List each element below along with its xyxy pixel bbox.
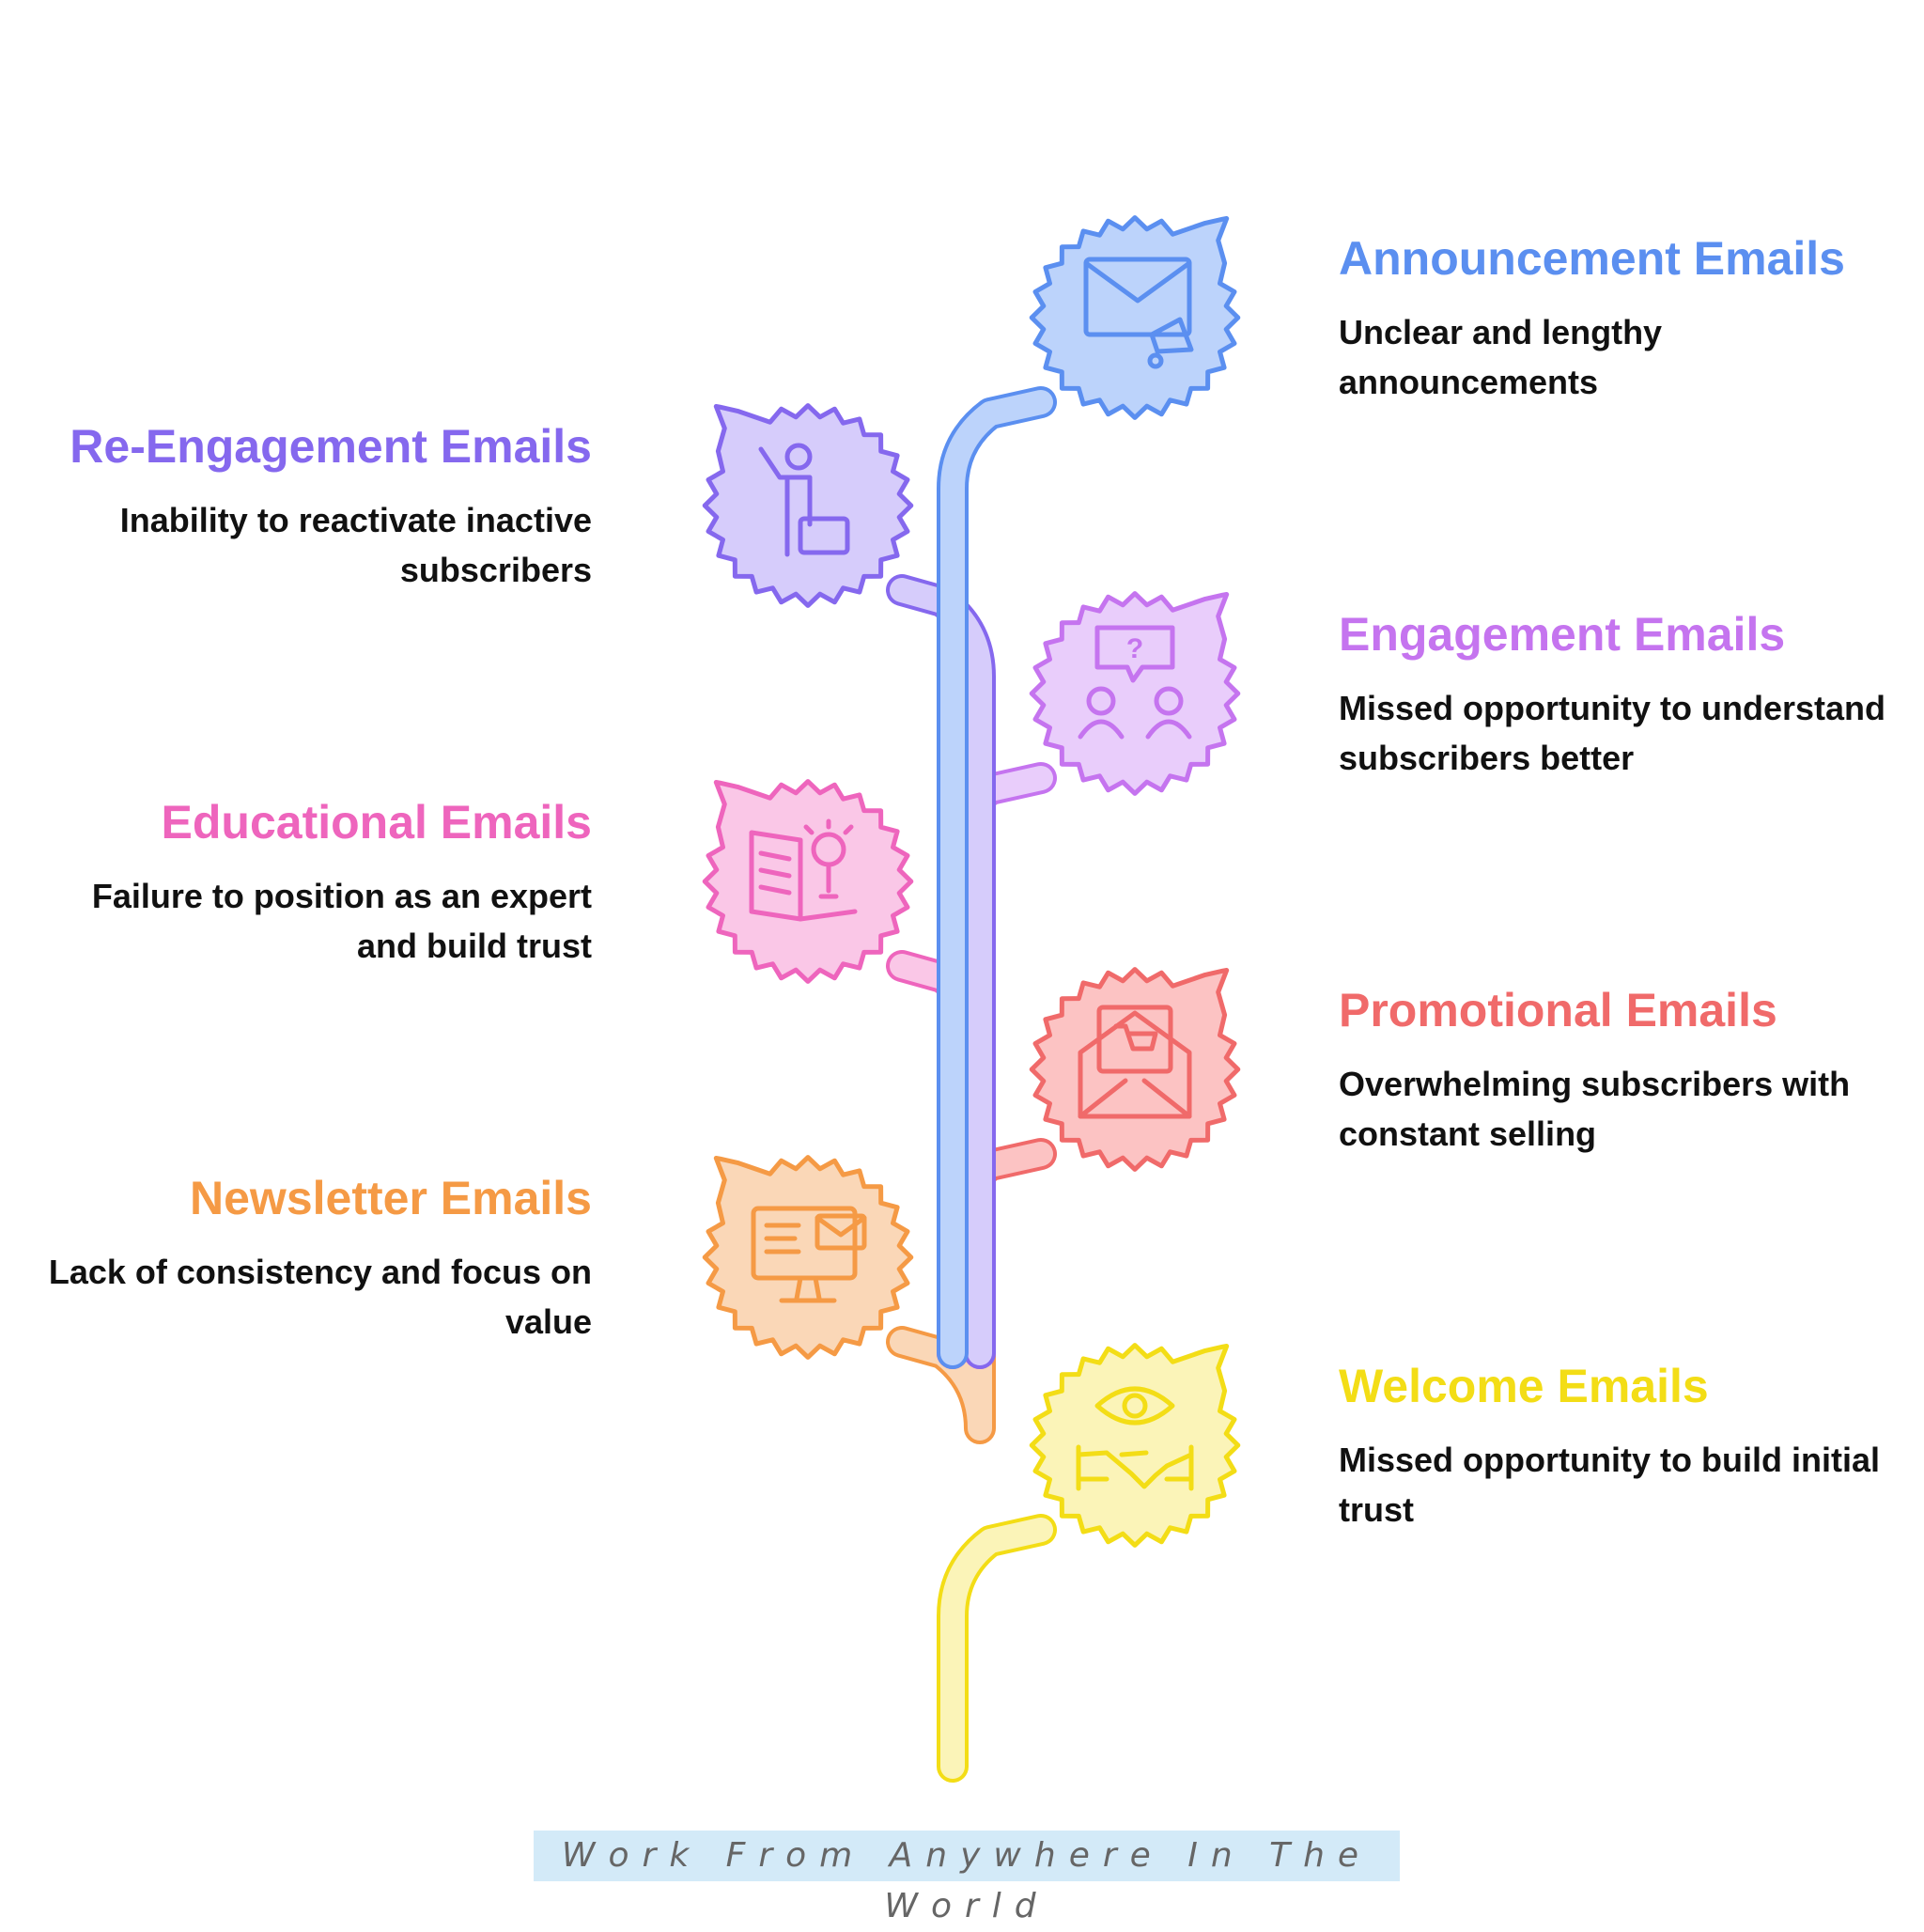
engagement-emails-title: Engagement Emails <box>1339 608 1786 661</box>
leaf-educational <box>702 779 914 984</box>
leaf-shape <box>702 1155 914 1360</box>
welcome-emails-label: Welcome Emails Missed opportunity to bui… <box>1339 1358 1921 1535</box>
person-briefcase-icon <box>758 443 850 557</box>
engagement-emails-label: Engagement Emails Missed opportunity to … <box>1339 606 1921 783</box>
newsletter-emails-label: Newsletter Emails Lack of consistency an… <box>9 1170 592 1347</box>
envelope-megaphone-icon <box>1083 257 1194 369</box>
leaf-shape <box>1029 215 1241 420</box>
leaf-announcement <box>1029 215 1241 420</box>
monitor-mail-icon <box>751 1206 867 1303</box>
question-people-icon: ? <box>1078 625 1192 740</box>
leaf-shape <box>702 779 914 984</box>
welcome-emails-title: Welcome Emails <box>1339 1360 1709 1412</box>
educational-emails-title: Educational Emails <box>161 796 592 849</box>
stem-fill <box>940 390 1053 1365</box>
promotional-emails-label: Promotional Emails Overwhelming subscrib… <box>1339 982 1921 1159</box>
tree-trunk <box>886 386 1057 1783</box>
re-engagement-emails-label: Re-Engagement Emails Inability to reacti… <box>9 418 592 595</box>
leaf-engagement: ? <box>1029 591 1241 796</box>
leaf-shape <box>1029 591 1241 796</box>
re-engagement-emails-title: Re-Engagement Emails <box>70 420 592 473</box>
leaf-reengagement <box>702 403 914 608</box>
announcement-emails-title: Announcement Emails <box>1339 232 1845 285</box>
educational-emails-label: Educational Emails Failure to position a… <box>9 794 592 971</box>
book-lightbulb-icon <box>749 818 858 922</box>
stem-outline <box>937 386 1057 1369</box>
envelope-cart-icon <box>1078 1005 1192 1119</box>
leaf-shape <box>1029 1343 1241 1548</box>
leaf-welcome <box>1029 1343 1241 1548</box>
svg-text:?: ? <box>1126 633 1143 664</box>
eye-handshake-icon <box>1076 1386 1194 1491</box>
leaf-promotional <box>1029 967 1241 1172</box>
leaf-newsletter <box>702 1155 914 1360</box>
promotional-emails-title: Promotional Emails <box>1339 984 1777 1036</box>
newsletter-emails-title: Newsletter Emails <box>190 1172 592 1224</box>
footer-banner: Work From Anywhere In The World <box>534 1831 1400 1925</box>
stem-fill <box>940 1518 1053 1779</box>
